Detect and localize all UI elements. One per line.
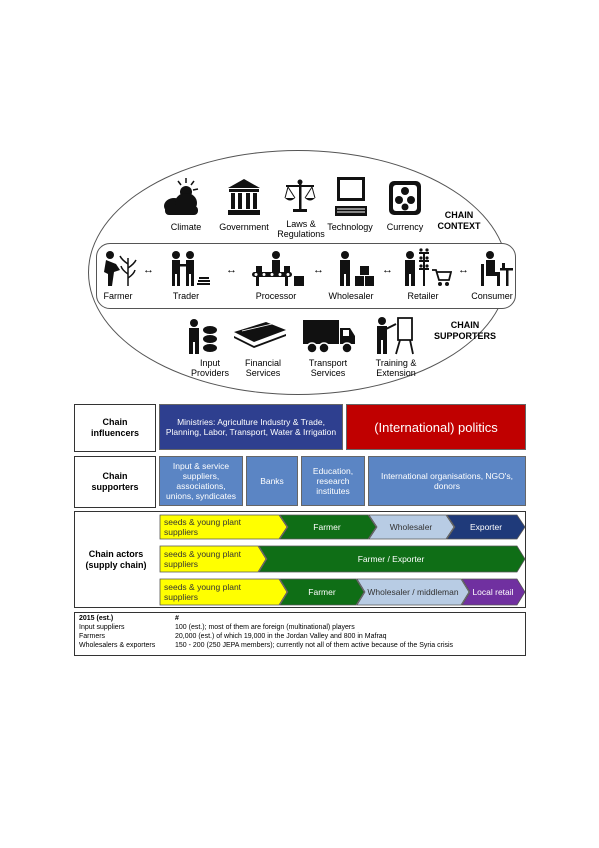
row-label-actors: Chain actors(supply chain) <box>76 513 156 606</box>
chevron-row1-seeds <box>159 514 288 540</box>
trader-icon <box>172 251 210 286</box>
chain-supporters-title-line1: CHAIN <box>450 320 480 330</box>
chevron-row3-wholesaler <box>356 578 470 606</box>
label-row1-wholesaler: Wholesaler <box>389 522 433 532</box>
supporter-label-financial: Financial Services <box>238 358 288 378</box>
supporter-label-input-line2: Providers <box>190 368 229 378</box>
label-row2-farmer-exporter: Farmer / Exporter <box>357 554 425 564</box>
chevron-row2-farmer-exporter <box>258 545 526 573</box>
actor-label-retailer: Retailer <box>407 291 439 301</box>
cell-international-politics: (International) politics <box>346 404 526 450</box>
supporter-label-input-line1: Input <box>199 358 221 368</box>
label-row3-wholesaler: Wholesaler / middleman <box>367 587 459 597</box>
context-label-government: Government <box>219 222 269 232</box>
actor-arrow-3: ↔ <box>313 264 324 276</box>
notes-label-wholesalers: Wholesalers & exporters <box>79 642 156 649</box>
retailer-icon <box>405 248 452 286</box>
label-row1-seeds: seeds & young plant suppliers <box>164 517 242 537</box>
consumer-icon <box>481 251 513 286</box>
label-row1-farmer: Farmer <box>313 522 341 532</box>
context-label-currency: Currency <box>386 222 424 232</box>
row-label-influencers-line2: influencers <box>90 428 139 438</box>
chain-context-title-line2: CONTEXT <box>437 221 481 231</box>
supporter-label-training-line2: Extension <box>376 368 416 378</box>
context-label-technology: Technology <box>327 222 373 232</box>
supporter-label-training: Training & Extension <box>370 358 422 378</box>
cell-international-organisations: International organisations, NGO's, dono… <box>368 456 526 506</box>
chevron-row2-seeds <box>159 545 267 573</box>
scales-icon <box>284 179 316 212</box>
supporter-label-financial-line1: Financial <box>244 358 282 368</box>
row-label-actors-line1: Chain actors <box>88 548 144 559</box>
supporter-label-training-line1: Training & <box>375 358 417 368</box>
actor-label-wholesaler: Wholesaler <box>328 291 374 301</box>
actor-arrow-2: ↔ <box>226 264 237 276</box>
notes-header-label: 2015 (est.) <box>79 615 114 622</box>
label-row3-farmer: Farmer <box>308 587 336 597</box>
row-label-supporters-line2: supporters <box>91 482 139 492</box>
actor-label-trader: Trader <box>172 291 200 301</box>
label-row3-local-retail: Local retail <box>472 587 514 597</box>
context-label-climate: Climate <box>170 222 202 232</box>
farmer-icon <box>104 251 137 286</box>
actor-label-consumer: Consumer <box>471 291 513 301</box>
actor-arrow-1: ↔ <box>143 264 154 276</box>
government-building-icon <box>228 179 260 215</box>
chain-supporters-title-line2: SUPPORTERS <box>433 331 496 341</box>
chevron-row3-local-retail <box>461 578 526 606</box>
notes-value-wholesalers: 150 - 200 (250 JEPA members); currently … <box>175 642 454 649</box>
row-label-actors-line2: (supply chain) <box>85 559 147 570</box>
notes-table: 2015 (est.) # Input suppliers 100 (est.)… <box>74 612 526 656</box>
notes-header-value: # <box>175 615 179 622</box>
row-label-influencers-line1: Chain <box>102 417 128 427</box>
computer-icon <box>335 177 367 216</box>
sacks-icon <box>189 319 217 354</box>
cloud-sun-icon <box>164 178 199 215</box>
notes-value-input-suppliers: 100 (est.); most of them are foreign (mu… <box>175 624 355 631</box>
row-label-supporters-line1: Chain <box>102 471 128 481</box>
money-stack-icon <box>234 322 286 348</box>
notes-value-farmers: 20,000 (est.) of which 19,000 in the Jor… <box>175 633 387 640</box>
actor-arrow-5: ↔ <box>458 264 469 276</box>
truck-icon <box>303 320 355 354</box>
context-label-laws: Laws & Regulations <box>277 219 325 239</box>
wholesaler-icon <box>340 251 374 286</box>
processor-icon <box>252 251 304 286</box>
label-row2-seeds: seeds & young plant suppliers <box>164 549 242 569</box>
supporter-label-transport-line2: Services <box>310 368 346 378</box>
chevron-row1-farmer <box>279 514 377 540</box>
supporter-label-input: Input Providers <box>186 358 234 378</box>
chevron-row1-wholesaler <box>368 514 455 540</box>
actors-row-frame <box>74 511 526 608</box>
chain-actor-band <box>96 243 516 309</box>
chevron-row3-seeds <box>159 578 288 606</box>
currency-icon <box>389 181 421 215</box>
teacher-board-icon <box>377 317 414 355</box>
chain-supporters-title: CHAIN SUPPORTERS <box>430 320 500 342</box>
cell-banks: Banks <box>246 456 298 506</box>
chain-context-title: CHAIN CONTEXT <box>434 210 484 232</box>
cell-ministries: Ministries: Agriculture Industry & Trade… <box>159 404 343 450</box>
label-row3-seeds: seeds & young plant suppliers <box>164 582 242 602</box>
supporter-label-transport: Transport Services <box>302 358 354 378</box>
actor-label-farmer: Farmer <box>103 291 133 301</box>
chain-context-title-line1: CHAIN <box>444 210 474 220</box>
actor-label-processor: Processor <box>255 291 297 301</box>
cell-input-service-suppliers: Input & service suppliers, associations,… <box>159 456 243 506</box>
actor-arrow-4: ↔ <box>382 264 393 276</box>
notes-label-farmers: Farmers <box>79 633 106 640</box>
label-row1-exporter: Exporter <box>469 522 503 532</box>
cell-education-research: Education, research institutes <box>301 456 365 506</box>
supporter-label-transport-line1: Transport <box>308 358 348 368</box>
supporter-label-financial-line2: Services <box>245 368 281 378</box>
chevron-row1-exporter <box>446 514 526 540</box>
notes-label-input-suppliers: Input suppliers <box>79 624 125 631</box>
chevron-row3-farmer <box>279 578 365 606</box>
